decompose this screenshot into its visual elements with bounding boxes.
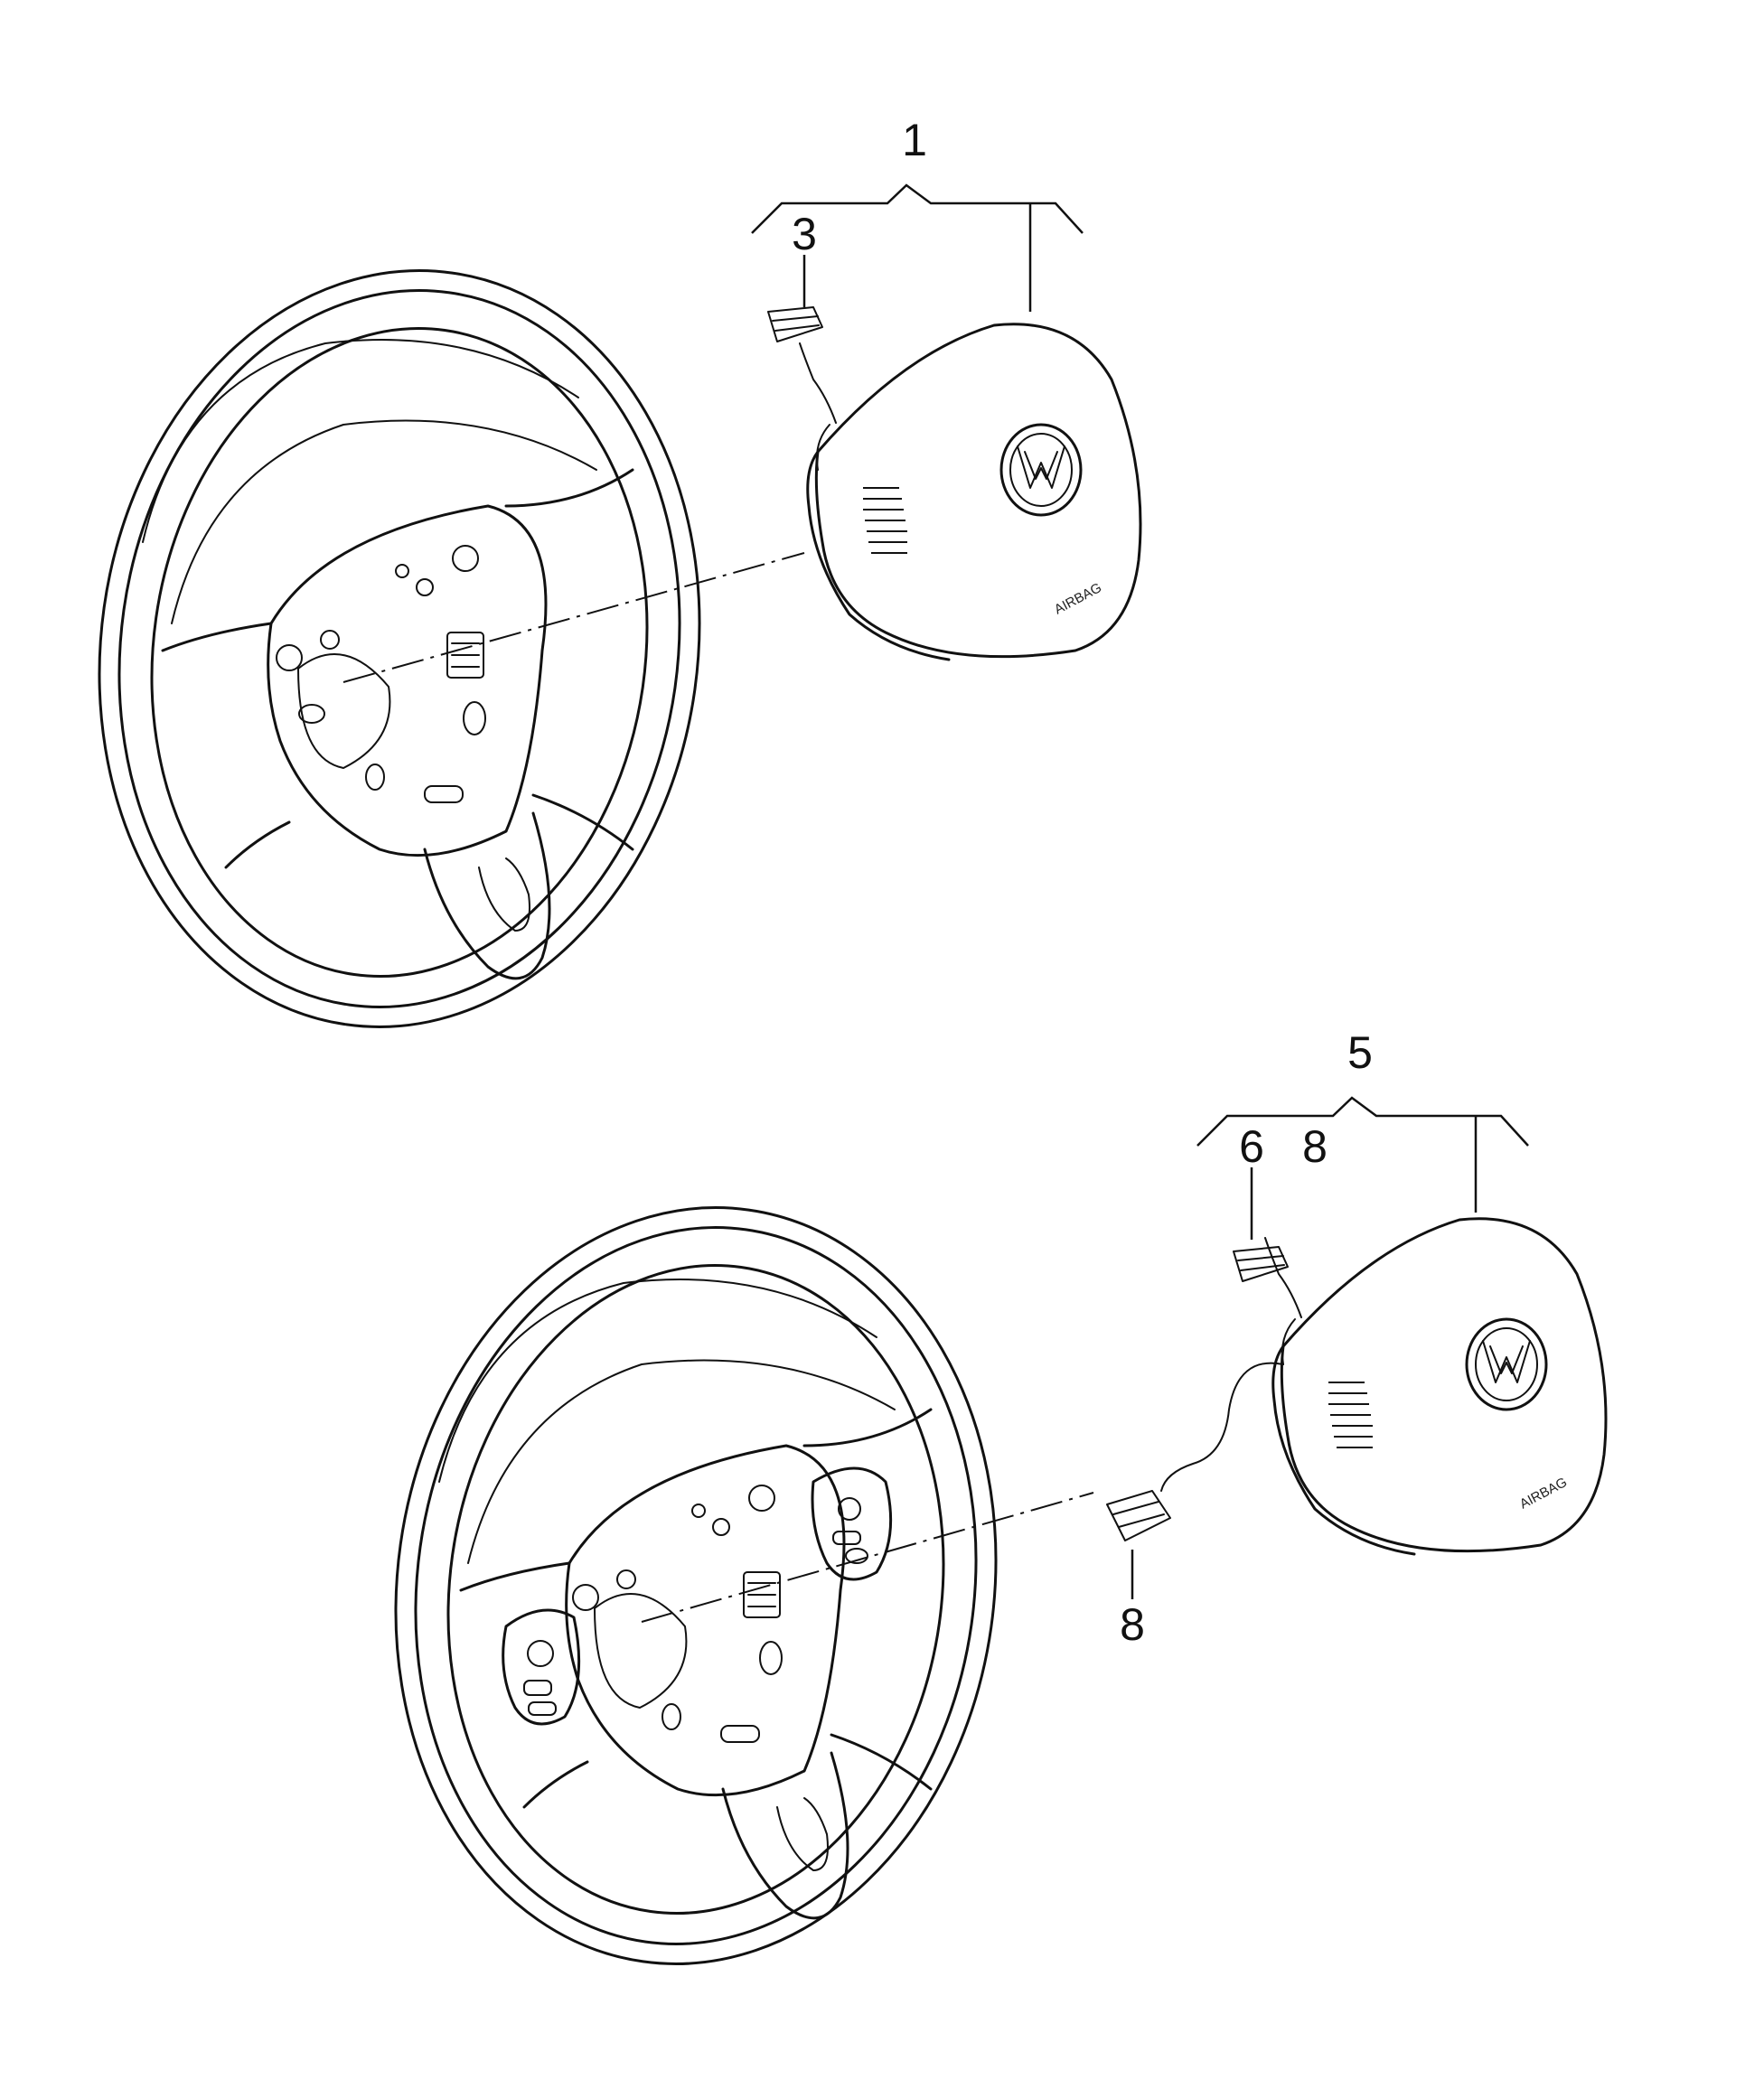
centerline-top xyxy=(342,552,805,683)
centerline-bottom xyxy=(641,1492,1094,1623)
connector-6-icon xyxy=(1233,1246,1289,1282)
callout-label-5: 5 xyxy=(1347,1027,1373,1078)
vw-emblem-icon xyxy=(1465,1317,1548,1411)
airbag-label-bottom: AIRBAG xyxy=(1517,1475,1570,1513)
airbag-module-bottom: AIRBAG xyxy=(1106,1217,1608,1556)
left-multifunction-buttons xyxy=(502,1608,581,1726)
right-multifunction-buttons xyxy=(811,1466,893,1581)
callout-label-3: 3 xyxy=(792,209,817,259)
airbag-module-top: AIRBAG xyxy=(767,306,1142,661)
callout-bracket-5 xyxy=(1131,1096,1529,1599)
airbag-vent-hatching-top xyxy=(863,487,907,554)
callout-label-8-lower: 8 xyxy=(1120,1599,1145,1650)
steering-wheel-bottom xyxy=(394,1206,998,1965)
bottom-assembly: AIRBAG 5 6 8 8 xyxy=(394,1027,1608,1965)
callout-label-1: 1 xyxy=(902,115,927,165)
airbag-vent-hatching-bottom xyxy=(1328,1382,1373,1448)
airbag-label-top: AIRBAG xyxy=(1052,580,1104,618)
callout-bracket-1 xyxy=(751,183,1084,312)
connector-3-icon xyxy=(767,306,823,342)
connector-8-icon xyxy=(1106,1490,1171,1541)
top-assembly: AIRBAG 1 3 xyxy=(98,115,1142,1028)
callout-label-8-upper: 8 xyxy=(1302,1121,1328,1172)
vw-emblem-icon xyxy=(999,423,1083,517)
steering-wheel-top xyxy=(98,269,701,1028)
callout-label-6: 6 xyxy=(1239,1121,1264,1172)
